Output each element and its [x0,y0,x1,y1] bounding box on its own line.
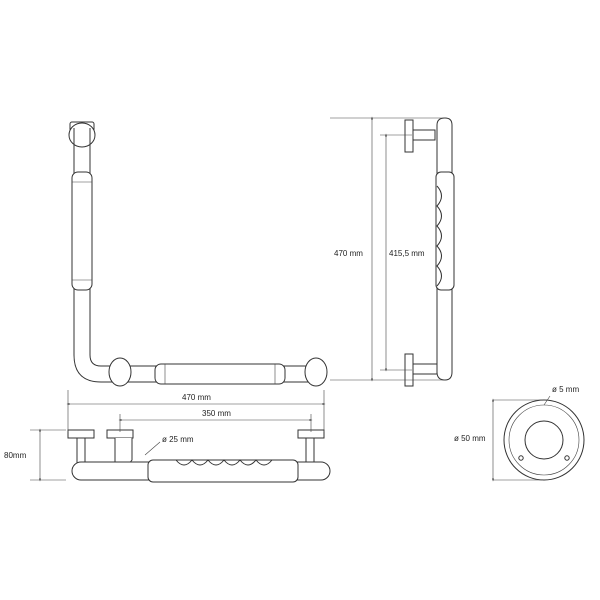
left-rosette [108,357,132,387]
side-height-label: 470 mm [334,249,363,258]
top-dimensions: 470 mm 350 mm ø 25 mm 80mm [2,390,326,482]
inner-width-label: 350 mm [202,409,231,418]
side-dimensions: 470 mm 415,5 mm [330,116,445,382]
bar-inner-edge [89,128,322,367]
top-view [67,429,331,483]
side-view [404,117,455,387]
tube-diameter-leader [144,441,161,456]
rosette-diameter-label: ø 50 mm [454,434,486,443]
top-view-grip-scallops [175,459,273,466]
rosette-center-hole [524,420,564,460]
side-inner-height-label: 415,5 mm [389,249,425,258]
screw-hole-leader [543,395,551,406]
screw-hole-left [518,455,524,461]
front-width-label: 470 mm [182,393,211,402]
right-rosette [304,357,328,387]
top-view-grip [147,459,299,483]
tube-diameter-label: ø 25 mm [162,435,194,444]
screw-hole-right [564,455,570,461]
rosette-outer-circle [503,399,585,481]
side-grip-sleeve [435,171,455,291]
vertical-grip-sleeve [71,171,93,291]
rosette-detail-view: ø 5 mm ø 50 mm [453,385,585,482]
depth-label: 80mm [4,451,27,460]
screw-hole-diameter-label: ø 5 mm [552,385,579,394]
side-grip-scallops [436,185,442,287]
side-bottom-arm [412,363,438,375]
side-top-flange [404,119,414,153]
front-view-l-bar [68,121,328,387]
side-top-arm [412,129,436,141]
top-view-mount-left [67,429,95,439]
horizontal-grip-sleeve [154,363,286,385]
bar-outer-edge [73,128,322,383]
top-rosette [68,122,96,148]
